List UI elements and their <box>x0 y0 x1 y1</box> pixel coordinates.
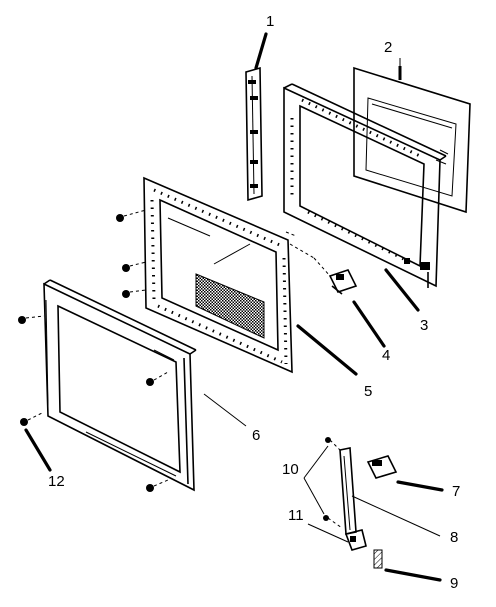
part-3-inner-door-frame <box>283 83 447 288</box>
part-5-window-assembly <box>143 176 297 374</box>
part-6-outer-door-frame <box>43 279 197 492</box>
callout-10: 10 <box>282 461 299 478</box>
callout-11: 11 <box>288 507 304 524</box>
leader-lines <box>24 32 444 582</box>
callout-9: 9 <box>450 575 459 592</box>
callout-7: 7 <box>452 483 461 500</box>
part-12-screws <box>18 209 169 492</box>
callout-5: 5 <box>364 383 373 400</box>
callout-12: 12 <box>48 473 65 490</box>
callout-3: 3 <box>420 317 429 334</box>
callout-2: 2 <box>384 39 393 56</box>
hinge-hardware-group <box>323 437 398 569</box>
part-1-side-trim <box>245 66 263 202</box>
callout-1: 1 <box>266 13 275 30</box>
callout-4: 4 <box>382 347 391 364</box>
callout-6: 6 <box>252 427 261 444</box>
callout-8: 8 <box>450 529 459 546</box>
part-2-glass-panel <box>353 66 471 214</box>
part-4-hinge-bracket <box>289 243 358 295</box>
